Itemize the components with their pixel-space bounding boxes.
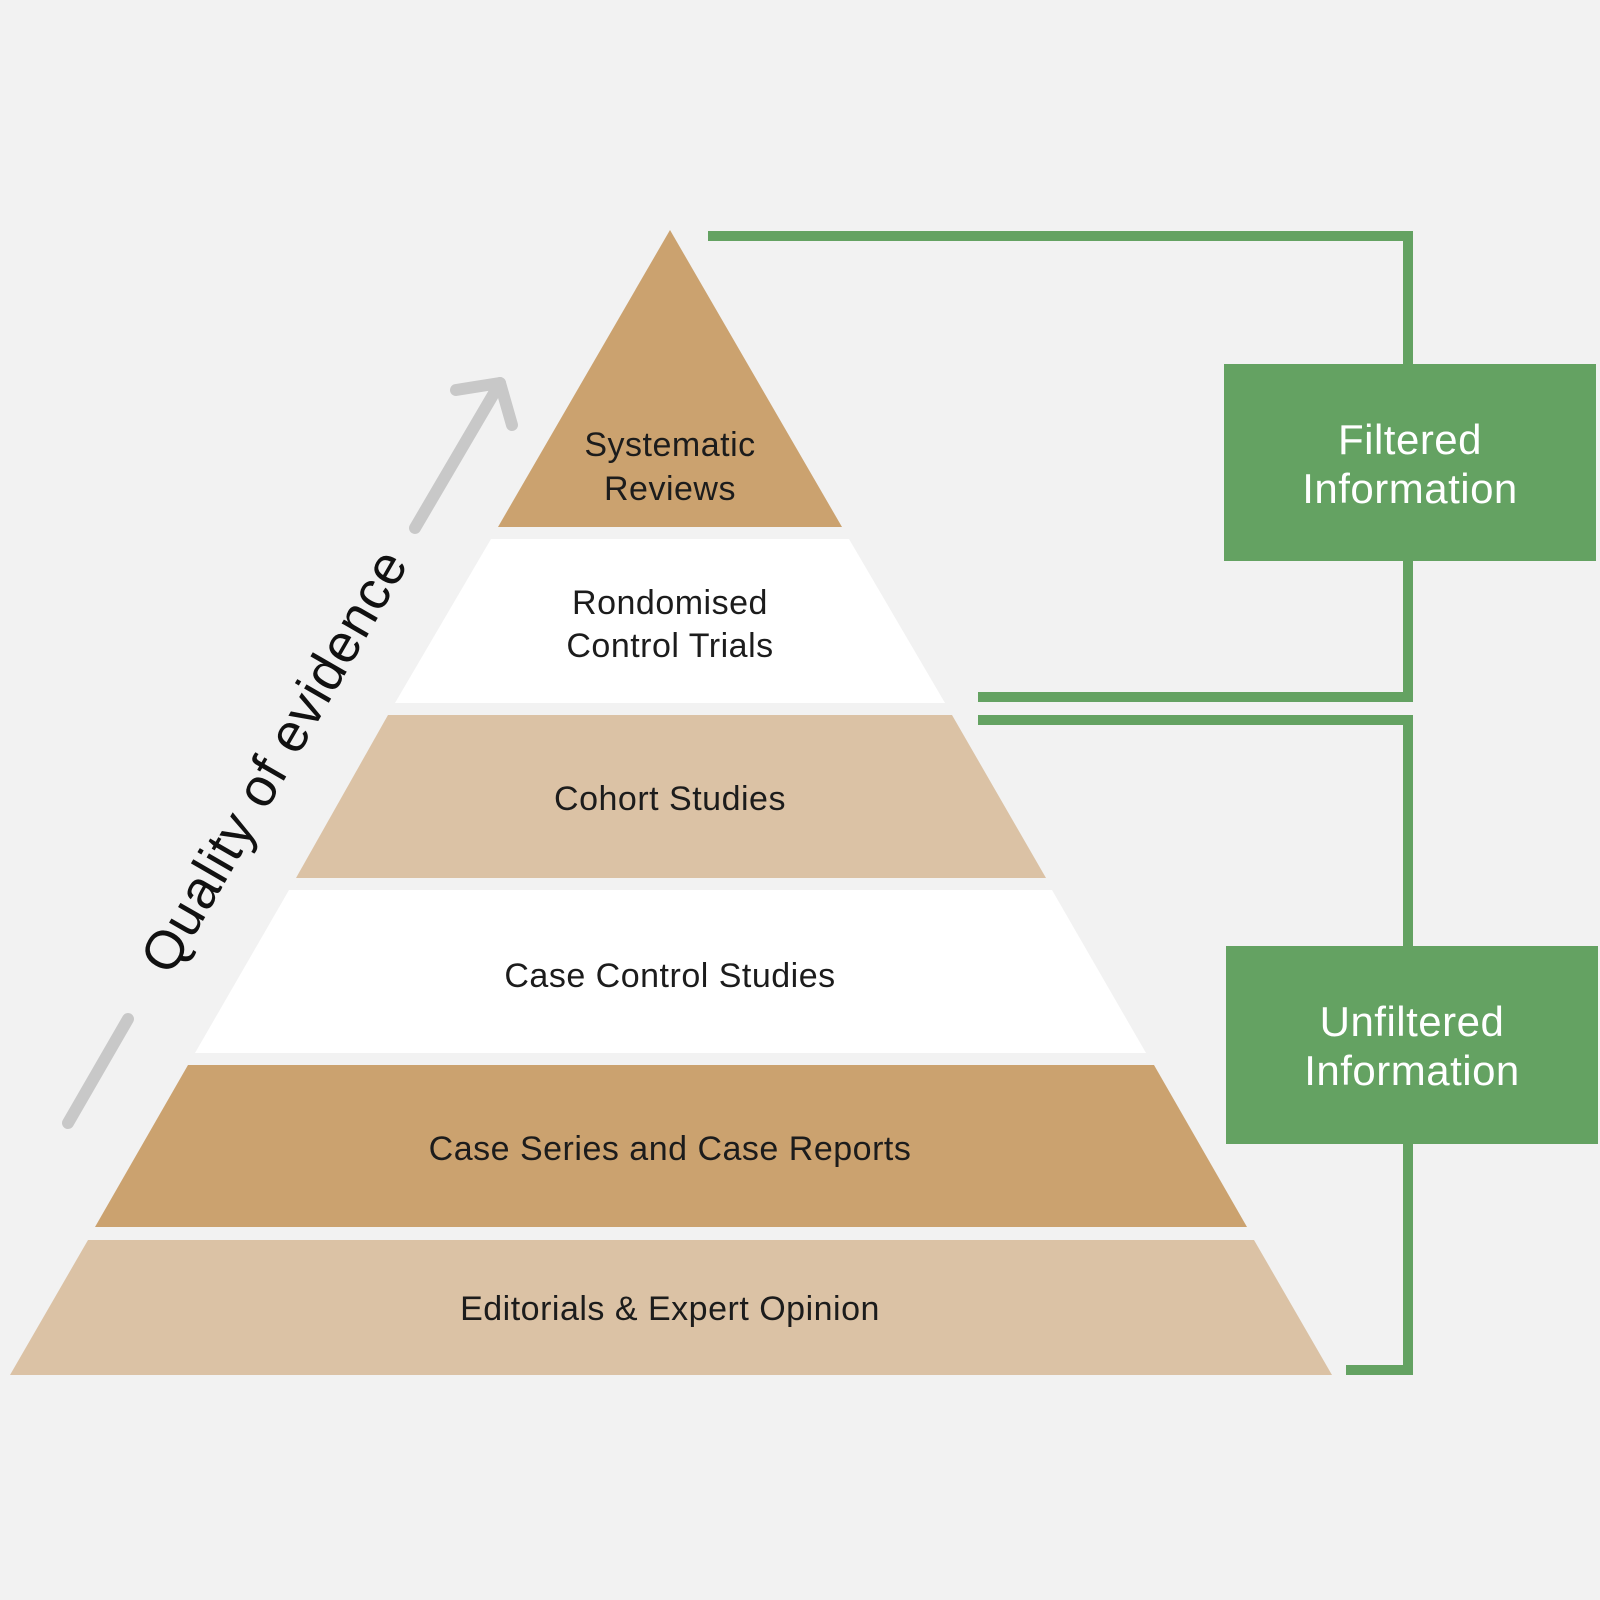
filtered-label-line2: Information [1302,465,1518,512]
unfiltered-label-line2: Information [1304,1047,1520,1094]
layer-label-editorials: Editorials & Expert Opinion [460,1290,880,1328]
layer-label-systematic-reviews-line1: Systematic [584,426,755,464]
layer-systematic-reviews [498,230,842,527]
layer-labels: Systematic Reviews Rondomised Control Tr… [429,426,912,1328]
layer-label-cohort-studies: Cohort Studies [554,780,786,818]
arrowhead-icon [450,377,518,431]
layer-label-rct-line2: Control Trials [566,627,773,665]
unfiltered-label-line1: Unfiltered [1320,998,1505,1045]
layer-randomised-control-trials [395,539,945,703]
filtered-label-line1: Filtered [1338,416,1482,463]
layer-editorials-expert-opinion [10,1240,1332,1375]
layer-case-series-case-reports [95,1065,1247,1227]
layer-label-rct-line1: Rondomised [572,584,768,622]
unfiltered-bracket: Unfiltered Information [978,715,1598,1375]
unfiltered-information-box [1226,946,1598,1144]
layer-cohort-studies [296,715,1046,878]
layer-case-control-studies [195,890,1146,1053]
layer-label-systematic-reviews-line2: Reviews [604,470,736,508]
layer-label-case-control-studies: Case Control Studies [504,957,835,995]
quality-arrow-head-shaft [409,377,506,534]
filtered-information-box [1224,364,1596,561]
quality-arrow-tail [62,1013,134,1129]
pyramid [10,230,1332,1375]
filtered-bracket: Filtered Information [708,231,1596,702]
layer-label-case-series: Case Series and Case Reports [429,1130,912,1168]
